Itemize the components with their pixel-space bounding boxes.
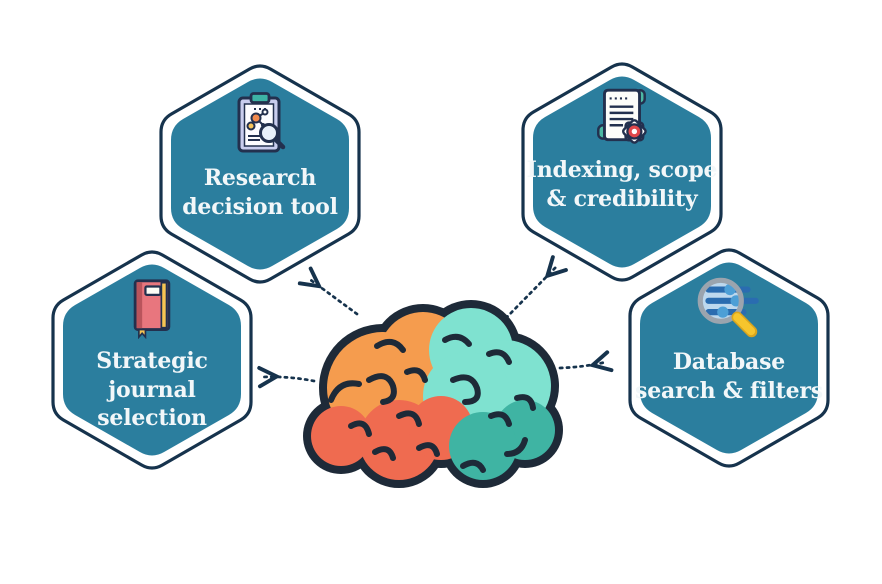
node-label: Database search & filters <box>635 349 823 404</box>
brain-illustration <box>303 300 563 488</box>
node-label: Strategic journal selection <box>96 348 208 432</box>
node-research-decision-tool: Research decision tool <box>156 60 364 288</box>
hexagon-shape <box>521 62 723 282</box>
gear-glyph <box>622 119 647 144</box>
search-filters-icon <box>697 277 759 338</box>
node-strategic-journal-selection: Strategic journal selection <box>48 246 256 474</box>
node-indexing-scope-credibility: Indexing, scope & credibility <box>518 58 726 286</box>
hexagon-shape <box>51 250 253 470</box>
journal-book-icon <box>133 279 171 339</box>
node-database-search-filters: Database search & filters <box>625 244 833 472</box>
scroll-gear-icon <box>597 88 647 144</box>
node-label: Research decision tool <box>182 165 338 220</box>
clipboard-research-icon <box>237 92 286 153</box>
hexagon-shape <box>628 248 830 468</box>
node-label: Indexing, scope & credibility <box>526 157 718 212</box>
hexagon-shape <box>159 64 361 284</box>
